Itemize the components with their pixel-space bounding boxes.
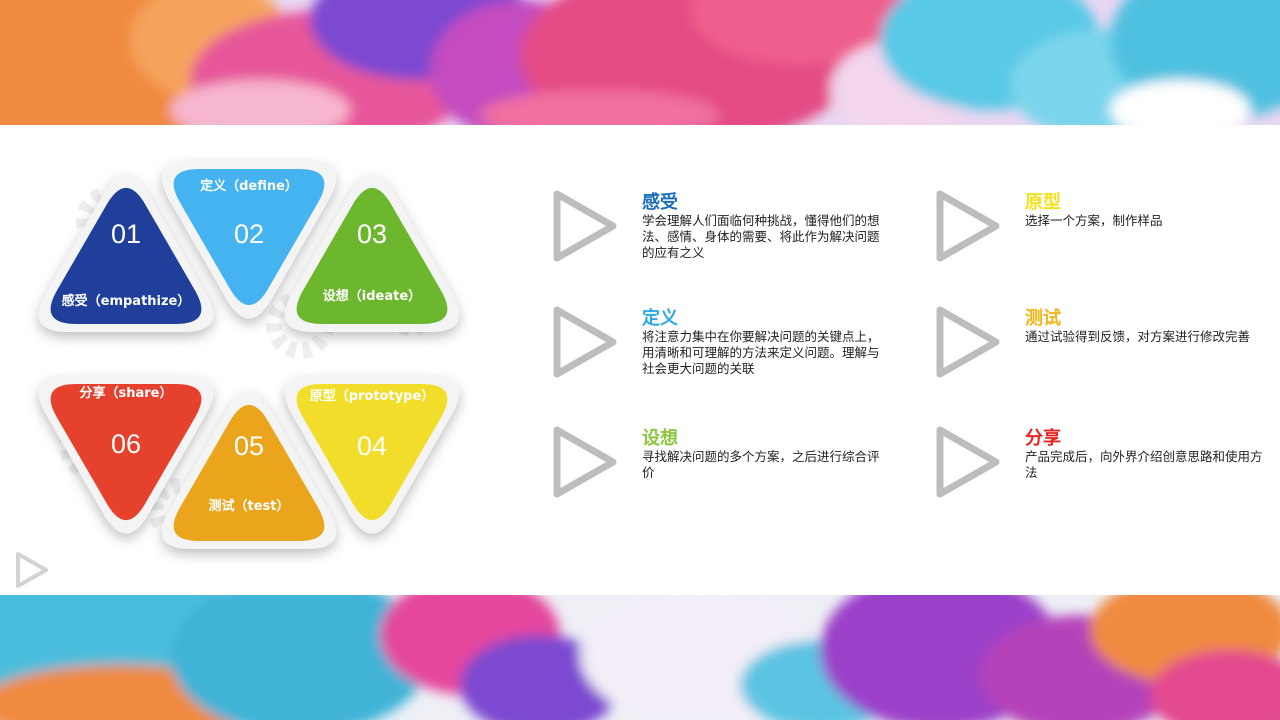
petal-label: 测试（test） [209,498,290,514]
item-title: 设想 [642,428,678,449]
petal-fill [296,187,448,324]
item-description: 学会理解人们面临何种挑战，懂得他们的想法、感情、身体的需要、将此作为解决问题的应… [642,213,880,260]
item-title: 原型 [1025,192,1061,213]
item-title: 分享 [1025,428,1061,449]
item-title: 测试 [1025,308,1061,329]
petal-test: 05 测试（test） [161,391,337,549]
petal-label: 原型（prototype） [310,388,435,404]
item-description: 选择一个方案，制作样品 [1025,213,1163,228]
petal-number: 06 [111,429,141,459]
petal-fill [173,169,325,306]
petal-number: 04 [357,431,387,461]
petal-label: 设想（ideate） [323,288,421,304]
play-arrow-icon [553,426,617,498]
petal-label: 定义（define） [199,178,298,194]
petal-fill [173,404,325,541]
petal-share: 06 分享（share） [38,376,214,534]
petal-number: 02 [234,219,264,249]
design-thinking-flower-diagram: 01感受（empathize）02定义（define）03设想（ideate）0… [38,161,460,549]
play-arrow-icon [936,190,1000,262]
petal-ideate: 03 设想（ideate） [284,174,460,332]
petal-label: 分享（share） [80,385,173,401]
petal-fill [50,384,202,521]
petal-number: 05 [234,431,264,461]
item-title: 定义 [642,308,678,329]
play-arrow-icon [936,426,1000,498]
item-description: 将注意力集中在你要解决问题的关键点上，用清晰和可理解的方法来定义问题。理解与社会… [642,329,880,376]
play-arrow-icon [553,306,617,378]
item-description: 产品完成后，向外界介绍创意思路和使用方法 [1025,449,1263,480]
petal-prototype: 04 原型（prototype） [284,376,460,534]
item-description: 通过试验得到反馈，对方案进行修改完善 [1025,329,1251,344]
petal-number: 03 [357,219,387,249]
petal-fill [50,187,202,324]
play-arrow-icon [936,306,1000,378]
petal-define: 02 定义（define） [161,161,337,319]
petal-empathize: 01 感受（empathize） [38,174,214,332]
bottom-watercolor-banner [0,595,1280,720]
item-description: 寻找解决问题的多个方案，之后进行综合评价 [642,449,880,480]
petal-label: 感受（empathize） [62,293,191,309]
next-slide-arrow-icon[interactable] [10,548,52,592]
item-title: 感受 [642,192,678,213]
petal-number: 01 [111,219,141,249]
play-arrow-icon [553,190,617,262]
top-watercolor-banner [0,0,1280,125]
petal-fill [296,384,448,521]
